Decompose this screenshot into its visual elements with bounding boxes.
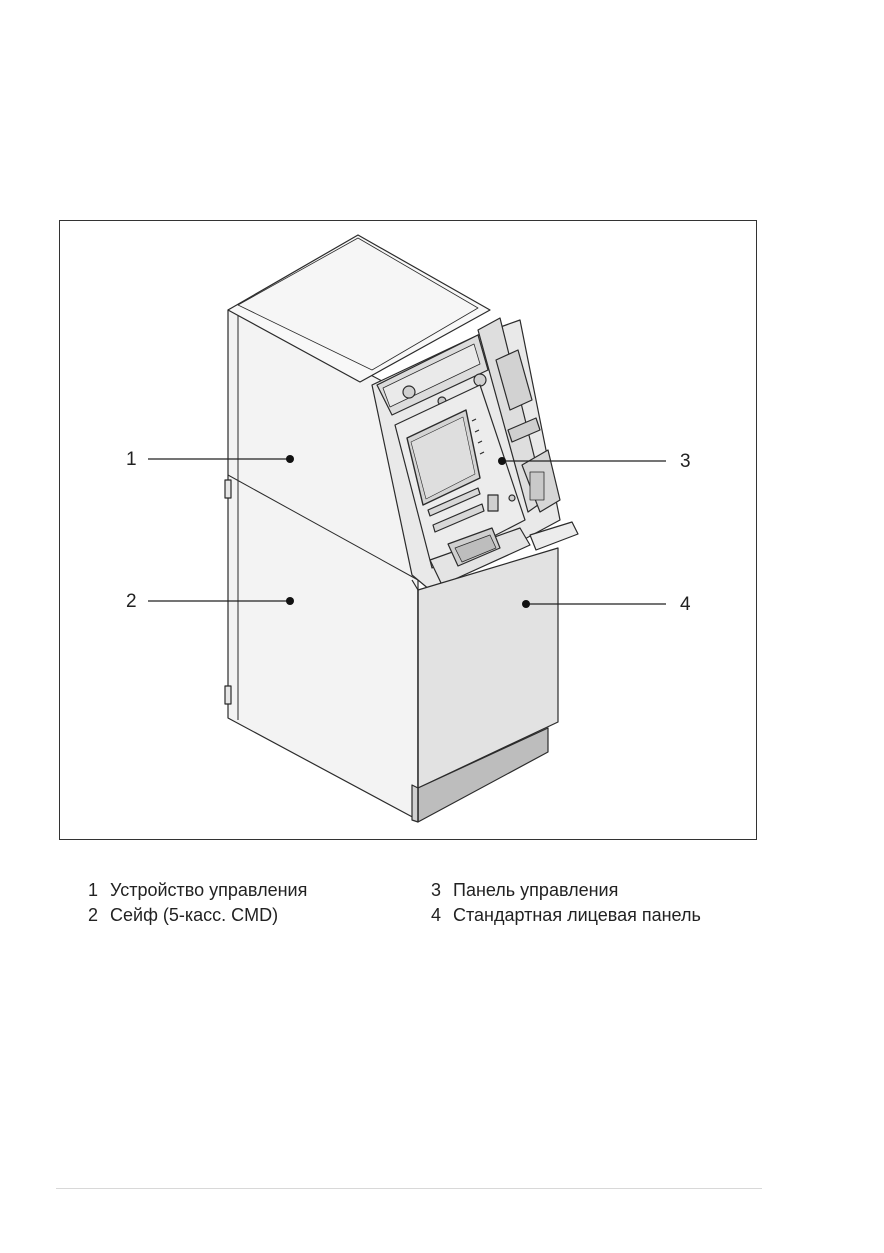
callout-dot-1 [286, 455, 294, 463]
callout-dot-4 [522, 600, 530, 608]
atm-side-ledge [529, 521, 579, 551]
legend-item-4: 4 Стандартная лицевая панель [431, 903, 701, 928]
legend-text: Стандартная лицевая панель [453, 905, 701, 925]
card-reader-panel [495, 349, 533, 411]
lamp-right [473, 373, 487, 387]
legend-number: 2 [88, 905, 99, 925]
callout-number-2: 2 [126, 591, 137, 612]
callout-number-4: 4 [680, 594, 691, 615]
callout-dot-3 [498, 457, 506, 465]
figure-frame [59, 220, 757, 840]
hinge-lower [224, 685, 232, 705]
legend-number: 3 [431, 880, 442, 900]
legend-text: Панель управления [453, 880, 619, 900]
legend-text: Устройство управления [110, 880, 308, 900]
legend-item-2: 2 Сейф (5-касс. CMD) [88, 903, 278, 928]
statement-slot [432, 503, 485, 533]
legend-number: 4 [431, 905, 442, 925]
status-led [508, 494, 516, 502]
receipt-slot [427, 487, 481, 517]
callout-number-1: 1 [126, 449, 137, 470]
footer-divider [56, 1188, 762, 1189]
legend-item-3: 3 Панель управления [431, 878, 618, 903]
legend-item-1: 1 Устройство управления [88, 878, 307, 903]
keypad-icon [487, 494, 499, 512]
callout-number-3: 3 [680, 451, 691, 472]
lamp-left [402, 385, 416, 399]
legend-text: Сейф (5-касс. CMD) [110, 905, 279, 925]
hinge-upper [224, 479, 232, 499]
legend-number: 1 [88, 880, 99, 900]
callout-dot-2 [286, 597, 294, 605]
card-slot [507, 417, 541, 443]
